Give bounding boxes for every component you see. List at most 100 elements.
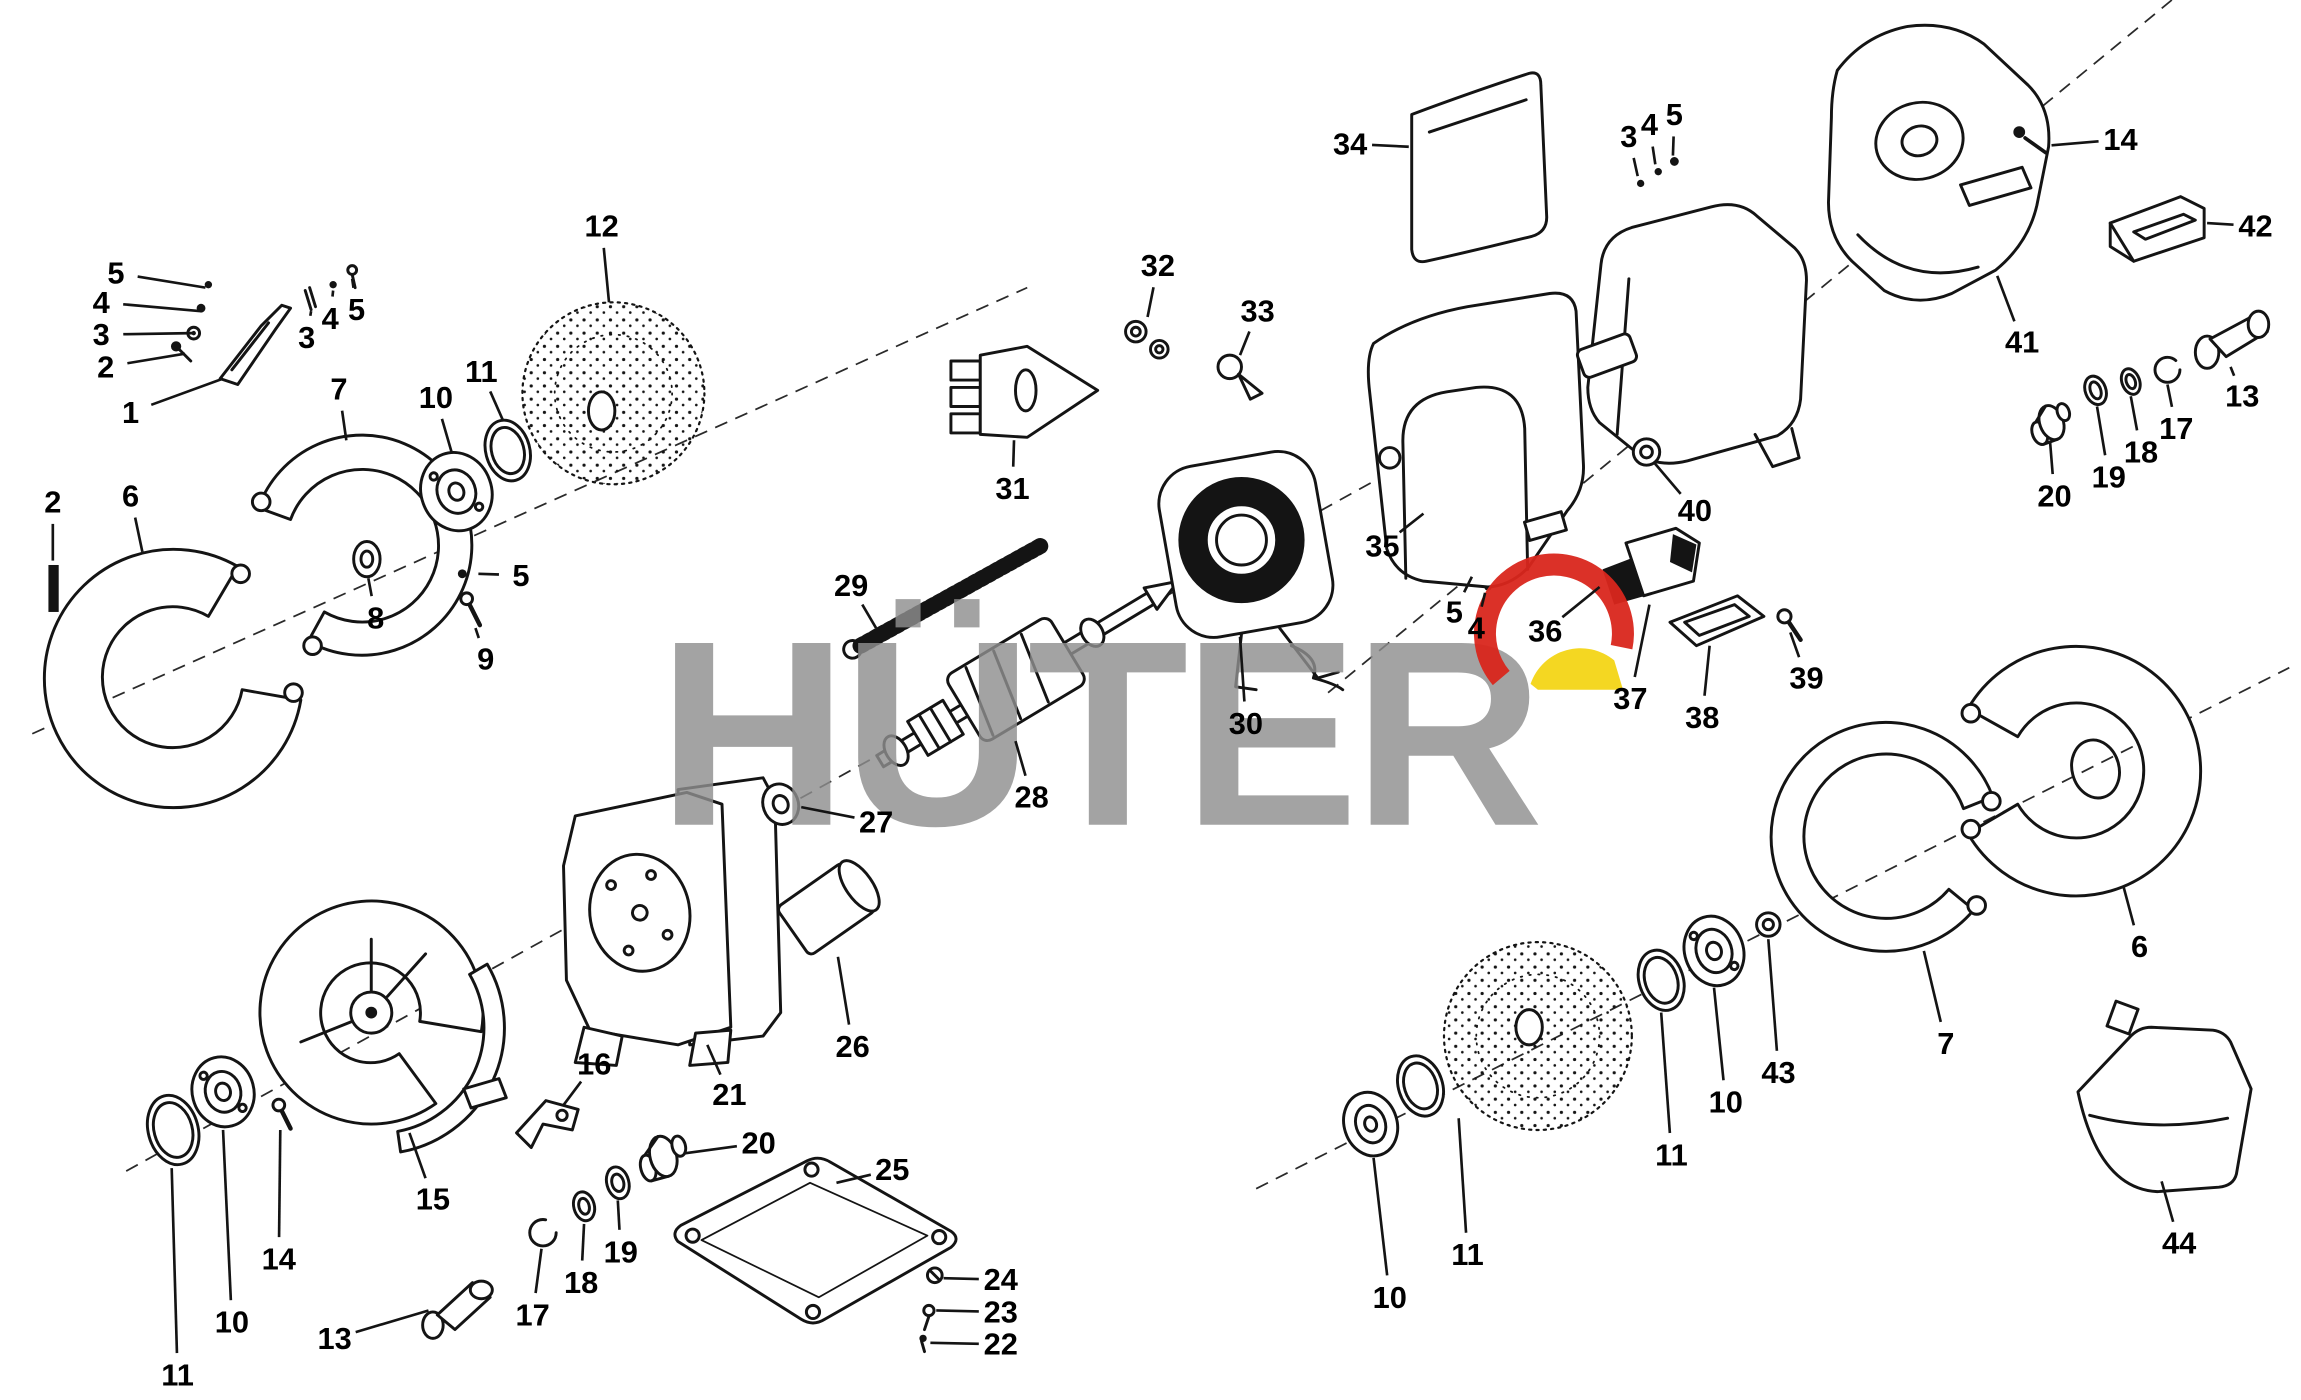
- part-label: 8: [367, 600, 384, 635]
- part-label: 5: [348, 292, 365, 327]
- part-label: 11: [1655, 1137, 1688, 1172]
- wheel-flange-left-inner: [419, 451, 494, 533]
- brand-logo-wedge-yellow: [1530, 648, 1624, 690]
- wheel-guard-top-right: [1827, 23, 2051, 302]
- part-label: 3: [298, 320, 315, 355]
- part-label: 27: [859, 804, 893, 839]
- part-label: 34: [1333, 126, 1367, 161]
- part-label: 31: [995, 471, 1029, 506]
- part-label: 41: [2005, 324, 2039, 359]
- clip-42: [2108, 195, 2206, 263]
- leader-line: [221, 1129, 233, 1301]
- terminal-block: [949, 344, 1100, 439]
- leader-line: [2207, 221, 2234, 226]
- part-label: 40: [1678, 493, 1712, 528]
- part-label: 4: [1468, 611, 1485, 646]
- part-label: 12: [585, 208, 619, 243]
- part-label: 6: [2131, 929, 2148, 964]
- part-label: 18: [564, 1265, 598, 1300]
- leader-line: [2122, 886, 2136, 926]
- leader-line: [534, 1248, 543, 1294]
- leader-line: [1238, 636, 1246, 702]
- motor-bracket: [562, 776, 783, 1067]
- watermark-text: HÜTER: [657, 586, 1538, 881]
- wheel-guard-left-outer: [42, 547, 304, 810]
- wheel-guard-lower-left: [258, 899, 508, 1154]
- leader-line: [1652, 461, 1682, 495]
- leader-line: [1789, 632, 1801, 658]
- bolt-14-left: [271, 1097, 293, 1131]
- part-label: 4: [322, 301, 339, 336]
- leader-line: [309, 310, 313, 317]
- part-label: 14: [262, 1242, 296, 1277]
- wheel-flange-left-outer: [483, 418, 532, 483]
- part-label: 30: [1229, 706, 1263, 741]
- part-label: 24: [984, 1262, 1018, 1297]
- leader-line: [1371, 143, 1409, 149]
- part-label: 33: [1240, 294, 1274, 329]
- shield-plate: [1410, 71, 1549, 264]
- washer-set-right: [2030, 355, 2182, 446]
- part-label: 20: [2037, 479, 2071, 514]
- grinding-wheel-left: [521, 301, 706, 486]
- leader-line: [1671, 136, 1675, 156]
- leader-line: [408, 1132, 427, 1179]
- wheel-flange-right-inner: [1682, 914, 1746, 988]
- leader-line: [936, 1309, 979, 1313]
- leader-line: [683, 1144, 738, 1155]
- leader-line: [1462, 576, 1474, 593]
- part-label: 3: [1620, 119, 1637, 154]
- part-label: 16: [577, 1046, 611, 1081]
- part-label: 39: [1789, 660, 1823, 695]
- part-label: 10: [215, 1305, 249, 1340]
- leader-line: [706, 1044, 722, 1076]
- leader-line: [800, 805, 855, 819]
- part-label: 35: [1365, 528, 1399, 563]
- leader-line: [1457, 1118, 1468, 1233]
- leader-line: [2051, 139, 2099, 147]
- brand-logo-swoosh-red: [1473, 553, 1634, 686]
- wheel-flange-ll-inner: [190, 1055, 256, 1129]
- part-label: 5: [512, 558, 529, 593]
- leader-line: [133, 517, 144, 553]
- leader-line: [489, 390, 505, 422]
- leader-line: [861, 603, 878, 629]
- leader-line: [340, 410, 348, 441]
- part-label: 22: [984, 1327, 1018, 1362]
- leader-line: [1703, 645, 1711, 696]
- part-label: 10: [1373, 1280, 1407, 1315]
- threaded-shaft: [842, 538, 1049, 660]
- part-label: 3: [93, 317, 110, 352]
- part-label: 11: [1451, 1237, 1484, 1272]
- motor-housing-front: [1366, 291, 1585, 589]
- wheel-flange-ll-outer: [145, 1093, 201, 1167]
- leader-line: [2129, 395, 2139, 431]
- spacer-ring: [761, 782, 801, 826]
- watermark: HÜTER: [657, 553, 1634, 881]
- part-label: 14: [2103, 122, 2137, 157]
- part-label: 28: [1015, 779, 1049, 814]
- pin-part: [48, 564, 59, 612]
- part-label: 17: [516, 1297, 550, 1332]
- leader-line: [1712, 987, 1725, 1081]
- wheel-guard-right-band: [1769, 720, 2002, 953]
- leader-line: [1561, 585, 1601, 619]
- spark-guard-right: [2193, 309, 2271, 370]
- washer-set-ll: [528, 1134, 688, 1248]
- leader-line: [170, 1168, 179, 1354]
- leader-line: [440, 418, 454, 454]
- leader-line: [127, 352, 186, 365]
- part-label: 2: [44, 484, 61, 519]
- leader-line: [123, 331, 193, 336]
- leader-line: [1146, 286, 1155, 318]
- leader-line: [150, 377, 224, 407]
- leader-line: [1632, 157, 1639, 177]
- part-label: 5: [107, 255, 124, 290]
- part-label: 37: [1613, 681, 1647, 716]
- spark-guard-ll: [421, 1279, 494, 1340]
- bearing-ring-43: [1755, 911, 1782, 938]
- part-label: 44: [2162, 1225, 2196, 1260]
- mount-bracket: [515, 1099, 580, 1150]
